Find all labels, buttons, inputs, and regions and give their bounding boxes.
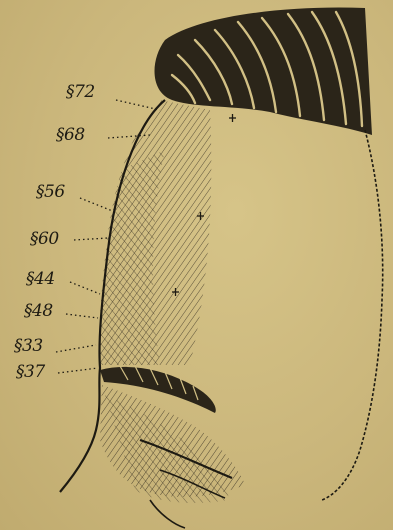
eye-region bbox=[100, 385, 245, 528]
label-56: §56 bbox=[36, 184, 65, 201]
forehead-shading bbox=[99, 100, 211, 365]
label-48: §48 bbox=[24, 303, 53, 320]
label-37: §37 bbox=[16, 364, 45, 381]
label-68: §68 bbox=[56, 127, 85, 144]
label-60: §60 bbox=[30, 231, 59, 248]
cheek-contour bbox=[322, 130, 383, 500]
label-44: §44 bbox=[26, 271, 55, 288]
label-33: §33 bbox=[14, 338, 43, 355]
label-72: §72 bbox=[66, 84, 95, 101]
